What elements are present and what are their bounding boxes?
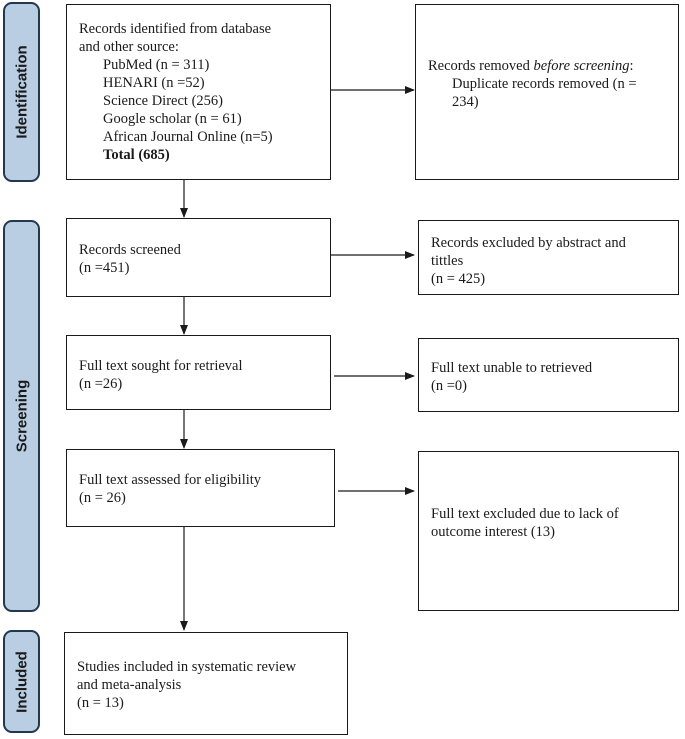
included-line-1: Studies included in systematic review: [77, 659, 297, 675]
excluded-abstract-count: (n = 425): [431, 271, 486, 287]
source-pubmed: PubMed (n = 311): [103, 57, 210, 73]
included-line-2: and meta-analysis: [77, 677, 182, 693]
not-retrieved-count: (n =0): [431, 378, 467, 394]
excluded-fulltext-line-1: Full text excluded due to lack of: [431, 506, 619, 522]
screened-count: (n =451): [79, 260, 130, 276]
source-google-scholar: Google scholar (n = 61): [103, 111, 242, 127]
identified-total: Total (685): [103, 147, 170, 163]
identified-heading-line-2: and other source:: [79, 39, 179, 55]
stage-tab-included: Included: [3, 630, 40, 733]
source-henari: HENARI (n =52): [103, 75, 205, 91]
full-text-assessed-box: Full text assessed for eligibility (n = …: [66, 449, 335, 527]
stage-tab-screening: Screening: [3, 220, 40, 612]
screened-label: Records screened: [79, 242, 181, 258]
source-science-direct: Science Direct (256): [103, 93, 223, 109]
records-removed-box: Records removed before screening: Duplic…: [415, 4, 679, 180]
records-identified-box: Records identified from database and oth…: [66, 4, 331, 180]
excluded-abstract-line-2: tittles: [431, 253, 464, 269]
studies-included-box: Studies included in systematic review an…: [64, 632, 348, 735]
sought-count: (n =26): [79, 376, 123, 392]
stage-tab-identification: Identification: [3, 2, 40, 182]
assessed-count: (n = 26): [79, 490, 126, 506]
excluded-fulltext-line-2: outcome interest (13): [431, 524, 556, 540]
removed-detail-line-2: 234): [452, 94, 479, 110]
full-text-not-retrieved-box: Full text unable to retrieved (n =0): [418, 338, 679, 412]
excluded-abstract-line-1: Records excluded by abstract and: [431, 235, 626, 251]
full-text-sought-box: Full text sought for retrieval (n =26): [66, 335, 331, 410]
records-excluded-abstract-box: Records excluded by abstract and tittles…: [418, 220, 679, 295]
removed-heading-prefix: Records removed: [428, 58, 534, 74]
assessed-label: Full text assessed for eligibility: [79, 472, 262, 488]
removed-heading-emphasis: before screening: [533, 58, 630, 74]
source-african-journal-online: African Journal Online (n=5): [103, 129, 273, 145]
removed-heading-suffix: :: [629, 58, 634, 74]
records-screened-box: Records screened (n =451): [66, 218, 331, 297]
sought-label: Full text sought for retrieval: [79, 358, 243, 374]
full-text-excluded-box: Full text excluded due to lack of outcom…: [418, 451, 679, 611]
not-retrieved-label: Full text unable to retrieved: [431, 360, 593, 376]
identified-heading-line-1: Records identified from database: [79, 21, 272, 37]
removed-detail-line-1: Duplicate records removed (n =: [452, 76, 637, 92]
removed-heading: Records removed before screening:: [428, 57, 666, 75]
included-count: (n = 13): [77, 695, 124, 711]
